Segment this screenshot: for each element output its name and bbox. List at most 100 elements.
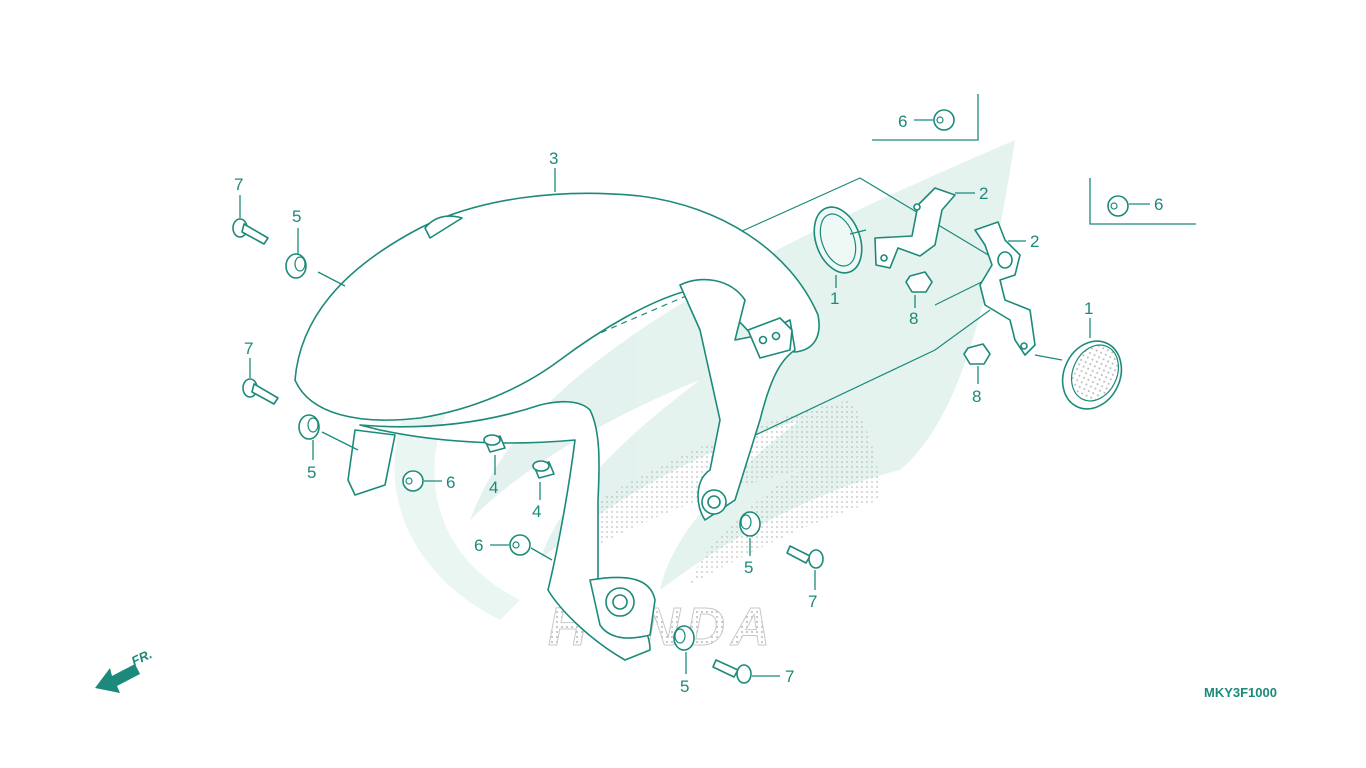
grommet-bore <box>307 417 319 433</box>
bracket-right-boss <box>997 251 1013 269</box>
fender-inner-tab <box>347 429 396 496</box>
bracket-right-body <box>974 221 1036 356</box>
clip-body <box>933 109 955 131</box>
grommet-5d <box>673 625 695 651</box>
nut-body <box>905 271 933 293</box>
callout-4a: 4 <box>489 478 498 497</box>
bracket-left-hole-2 <box>913 203 921 211</box>
grommet-body <box>285 253 307 279</box>
grommet-5a <box>285 253 307 279</box>
front-fender <box>294 192 820 661</box>
clip-body <box>402 470 424 492</box>
watermark-wing-dotted <box>566 400 880 585</box>
outline-lower <box>744 309 991 441</box>
bolt-head <box>736 664 752 684</box>
fender-mount-hole-upper-inner <box>707 495 721 509</box>
reflector-left-rim <box>819 213 857 267</box>
leader-1b-b <box>1034 354 1063 361</box>
clip-body <box>509 534 531 556</box>
clip-nut-6b <box>1107 195 1129 217</box>
inset-box-right <box>1089 178 1196 225</box>
bolt-shank <box>241 223 269 245</box>
callout-5b: 5 <box>307 463 316 482</box>
grommet-bore <box>294 256 306 272</box>
callout-7b: 7 <box>244 339 253 358</box>
callout-4b: 4 <box>532 502 541 521</box>
callout-6d: 6 <box>474 536 483 555</box>
callout-8b: 8 <box>972 387 981 406</box>
clip-hole <box>936 116 944 124</box>
reflector-right-lens <box>1070 344 1120 402</box>
callout-1a: 1 <box>830 289 839 308</box>
clip-nut-6c <box>402 470 424 492</box>
clip-nut-6d <box>509 534 531 556</box>
front-label: FR. <box>129 646 154 668</box>
grommet-bore <box>674 628 686 644</box>
clip-nut-6a <box>933 109 955 131</box>
callout-3: 3 <box>549 149 558 168</box>
fender-top-lip <box>424 215 463 239</box>
bolt-head <box>808 549 824 569</box>
grommet-body <box>298 414 320 440</box>
fender-mount-hole-lower-inner <box>612 594 628 610</box>
stay-hole-b <box>771 331 781 341</box>
bracket-right-hole <box>1020 342 1028 350</box>
fender-stay-bracket <box>747 317 793 359</box>
grommet-5c <box>739 511 761 537</box>
collar-4a <box>483 434 506 453</box>
nut-body <box>963 343 991 365</box>
callout-7c: 7 <box>808 592 817 611</box>
nut-8a <box>905 271 933 293</box>
leader-5a-b <box>317 271 346 287</box>
clip-hole <box>512 541 520 549</box>
grommet-body <box>673 625 695 651</box>
reflector-right <box>1061 340 1123 410</box>
callout-5c: 5 <box>744 558 753 577</box>
callout-7a: 7 <box>234 175 243 194</box>
bracket-left-hole <box>880 254 888 262</box>
callout-1b: 1 <box>1084 299 1093 318</box>
callout-8a: 8 <box>909 309 918 328</box>
reflector-bracket-right <box>974 221 1036 356</box>
watermark-dots <box>566 400 880 585</box>
leader-5b-b <box>321 431 359 451</box>
clip-body <box>1107 195 1129 217</box>
bolt-7b <box>242 378 279 405</box>
reflector-bracket-left <box>874 187 956 269</box>
inset-box-upper <box>872 94 979 141</box>
reflector-left-body <box>813 206 863 274</box>
bolt-shank <box>712 659 739 678</box>
collar-top <box>532 460 550 472</box>
collar-top <box>483 434 501 446</box>
bolt-shank <box>786 545 811 564</box>
grommet-bore <box>740 514 752 530</box>
callout-6b: 6 <box>1154 195 1163 214</box>
callout-2a: 2 <box>979 184 988 203</box>
reflector-left-stud <box>849 229 867 235</box>
callout-2b: 2 <box>1030 232 1039 251</box>
callout-6c: 6 <box>446 473 455 492</box>
bolt-7a <box>232 218 269 245</box>
front-arrow-icon <box>95 664 140 693</box>
callout-5d: 5 <box>680 677 689 696</box>
callout-5a: 5 <box>292 207 301 226</box>
callout-6a: 6 <box>898 112 907 131</box>
grommet-body <box>739 511 761 537</box>
leader-lines <box>239 119 1150 677</box>
bolt-shank <box>251 383 279 405</box>
nut-8b <box>963 343 991 365</box>
grommet-5b <box>298 414 320 440</box>
clip-hole <box>405 477 413 485</box>
bolt-7c <box>786 545 824 569</box>
collar-4b <box>532 460 555 479</box>
drawing-code: MKY3F1000 <box>1204 685 1277 700</box>
clip-hole <box>1110 202 1118 210</box>
leader-6d-b <box>530 547 553 561</box>
callouts: 3 7 5 7 5 6 4 4 6 5 7 5 7 1 1 2 2 8 8 6 … <box>234 112 1163 696</box>
fender-lower-skirt <box>359 400 651 661</box>
bolt-7d <box>712 659 752 684</box>
front-direction-indicator: FR. <box>95 646 154 693</box>
stay-hole-a <box>758 335 768 345</box>
